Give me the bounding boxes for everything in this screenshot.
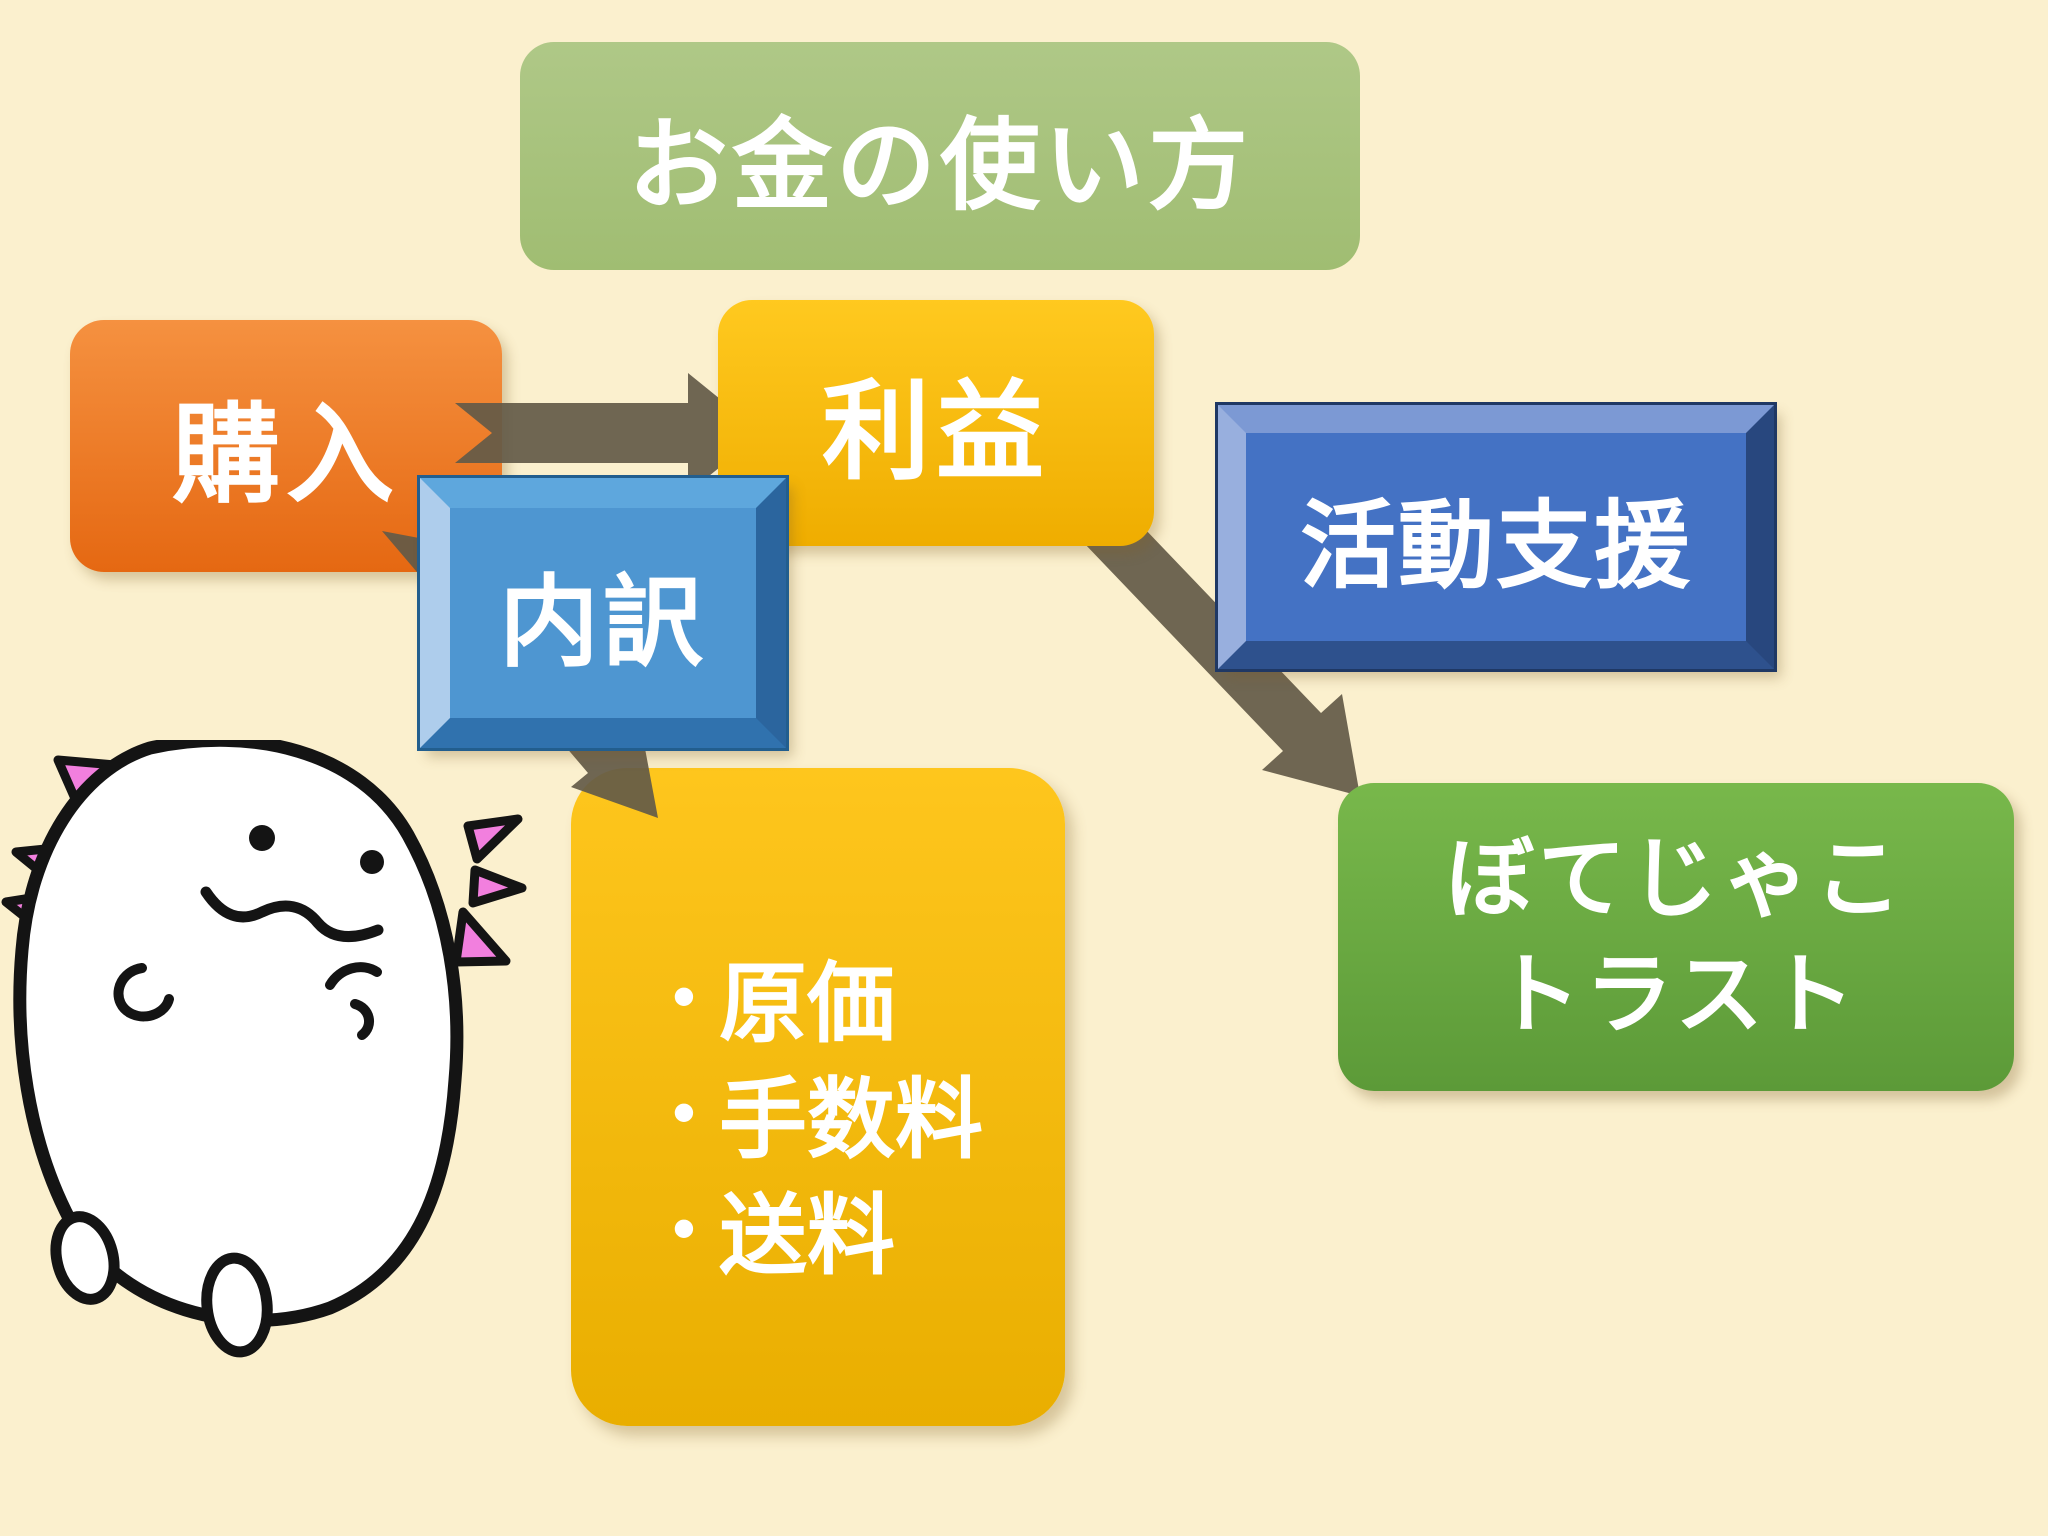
list-item: • 送料 xyxy=(571,1170,1065,1286)
list-item: • 原価 xyxy=(571,938,1065,1054)
node-breakdown-label: 内訳 xyxy=(499,566,707,679)
bullet-icon: • xyxy=(672,960,696,1032)
arrow-purchase-to-profit xyxy=(455,373,762,493)
node-costs: • 原価 • 手数料 • 送料 xyxy=(571,768,1065,1426)
node-purchase-label: 購入 xyxy=(171,394,400,515)
cost-label: 原価 xyxy=(719,953,896,1053)
mascot-character xyxy=(1,740,527,1358)
arrow-profit-to-trust xyxy=(1061,481,1360,796)
cost-label: 手数料 xyxy=(719,1069,984,1169)
title-label: お金の使い方 xyxy=(628,109,1252,222)
node-trust-line2: トラスト xyxy=(1492,945,1860,1044)
bullet-icon: • xyxy=(672,1076,696,1148)
node-breakdown: 内訳 xyxy=(420,478,786,748)
title-box: お金の使い方 xyxy=(520,42,1360,270)
list-item: • 手数料 xyxy=(571,1054,1065,1170)
bullet-icon: • xyxy=(672,1192,696,1264)
mascot-body xyxy=(13,740,464,1327)
node-profit-label: 利益 xyxy=(821,371,1050,492)
mascot-feet xyxy=(50,1211,273,1358)
costs-list: • 原価 • 手数料 • 送料 xyxy=(571,938,1065,1286)
mascot-face xyxy=(200,825,384,943)
mascot-arms xyxy=(113,962,382,1040)
node-support: 活動支援 xyxy=(1218,405,1774,669)
cost-label: 送料 xyxy=(719,1185,896,1285)
node-purchase: 購入 xyxy=(70,320,502,572)
node-trust: ぼてじゃこ トラスト xyxy=(1338,783,2014,1091)
node-profit: 利益 xyxy=(718,300,1154,546)
node-trust-line1: ぼてじゃこ xyxy=(1445,828,1906,928)
node-support-label: 活動支援 xyxy=(1300,492,1692,600)
